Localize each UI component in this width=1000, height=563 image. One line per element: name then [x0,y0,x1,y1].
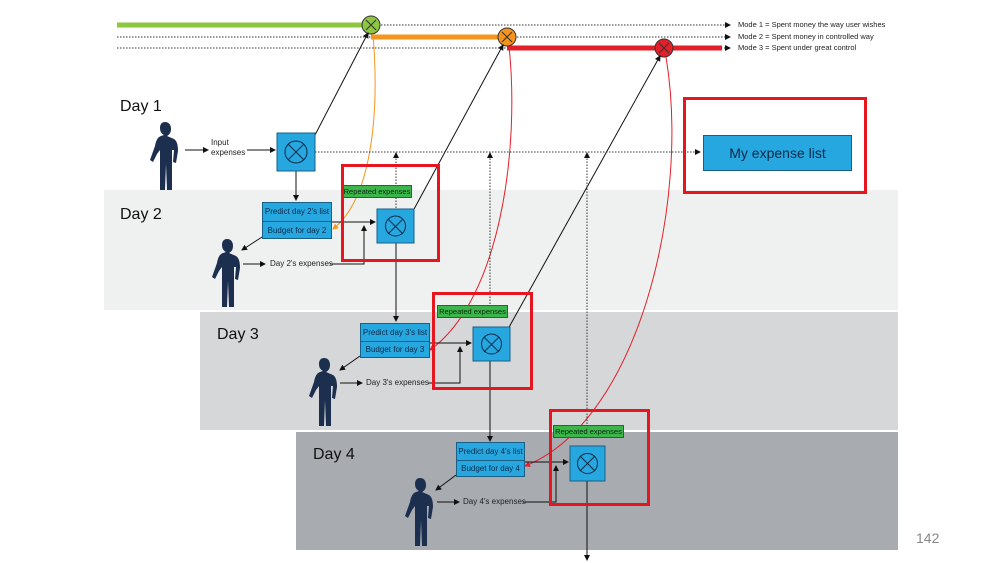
day2-predict-box: Predict day 2's list Budget for day 2 [262,202,332,239]
day3-label: Day 3 [217,326,259,343]
person-day3-icon [309,358,337,426]
day3-predict-box: Predict day 3's list Budget for day 3 [360,323,430,358]
person-day2-icon [212,239,240,307]
day3-expenses-label: Day 3's expenses [366,378,429,387]
input-expenses-label: Input expenses [211,138,246,157]
day2-label: Day 2 [120,206,162,223]
day4-expenses-label: Day 4's expenses [463,497,526,506]
expense-list-highlight [683,97,867,194]
day1-multiply-icon [276,132,316,172]
day2-multiply-icon [376,208,415,244]
predict-list-label: Predict day 2's list [264,207,330,217]
day4-repeated-expenses: Repeated expenses [553,425,624,438]
day2-highlight [341,164,440,262]
budget-label: Budget for day 2 [263,220,331,240]
budget-label: Budget for day 4 [457,459,524,478]
page-number: 142 [916,530,940,546]
budget-label: Budget for day 3 [361,340,429,359]
mode1-node-icon [361,15,381,35]
day4-highlight [549,409,650,506]
mode3-node-icon [654,38,674,58]
predict-list-label: Predict day 4's list [458,446,523,456]
day3-multiply-icon [472,326,511,362]
mode1-legend: Mode 1 = Spent money the way user wishes [738,20,886,29]
person-day1-icon [150,122,178,190]
day3-repeated-expenses: Repeated expenses [437,305,508,318]
day4-predict-box: Predict day 4's list Budget for day 4 [456,442,525,477]
day2-band [104,190,898,310]
day4-label: Day 4 [313,446,355,463]
predict-list-label: Predict day 3's list [362,327,428,337]
my-expense-list-box: My expense list [703,135,852,171]
mode2-node-icon [497,27,517,47]
person-day4-icon [405,478,433,546]
day2-expenses-label: Day 2's expenses [270,259,333,268]
mode3-legend: Mode 3 = Spent under great control [738,43,857,52]
day3-highlight [432,292,533,390]
day1-label: Day 1 [120,98,162,115]
day4-multiply-icon [569,445,606,482]
mode2-legend: Mode 2 = Spent money in controlled way [738,32,874,41]
